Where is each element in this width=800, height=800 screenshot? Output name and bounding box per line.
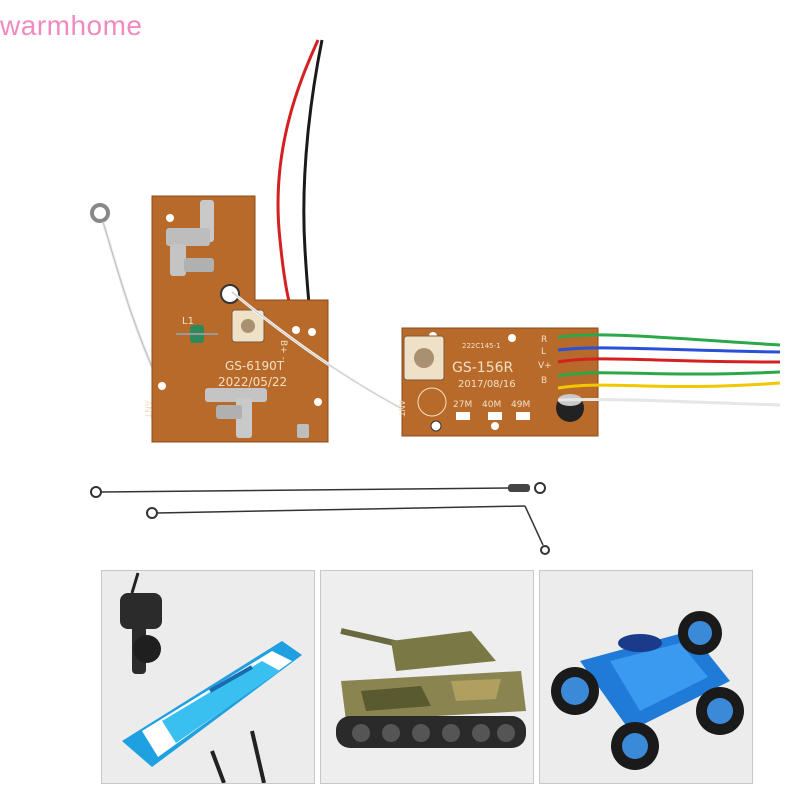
receiver-board: 222C145-1 GS-156R 2017/08/16 27M 40M 49M… <box>397 327 599 437</box>
pin-label-r: R <box>541 335 547 345</box>
rc-tank-icon <box>321 571 533 783</box>
receiver-antenna-label: ANT <box>397 400 406 416</box>
spare-antennas <box>90 482 550 555</box>
transmitter-antenna-label: ANT <box>142 400 152 419</box>
watermark: warmhome <box>0 10 143 41</box>
transmitter-power-label: B+ - <box>278 340 288 360</box>
receiver-wires <box>557 333 781 407</box>
frequency-label-40m: 40M <box>482 400 501 410</box>
transmitter-model-label: GS-6190T <box>225 359 285 373</box>
inductor-label: L1 <box>182 316 194 327</box>
product-panel-tank <box>320 570 534 784</box>
product-panel-boat <box>101 570 315 784</box>
frequency-label-49m: 49M <box>511 400 530 410</box>
receiver-model-label: GS-156R <box>452 360 514 376</box>
circuit-boards-photo: L1 GS-6190T 2022/05/22 ANT B+ - 222C145-… <box>90 39 781 555</box>
frequency-label-27m: 27M <box>453 400 472 410</box>
transmitter-board: L1 GS-6190T 2022/05/22 ANT B+ - <box>142 195 329 443</box>
product-panel-stunt-car <box>539 570 753 784</box>
pin-label-vplus: V+ <box>538 361 552 371</box>
rc-stunt-car-icon <box>540 571 752 783</box>
pin-label-l: L <box>541 347 546 357</box>
receiver-date-label: 2017/08/16 <box>458 379 516 390</box>
receiver-part-number: 222C145-1 <box>462 342 501 350</box>
rc-boat-with-remote-icon <box>102 571 314 783</box>
transmitter-date-label: 2022/05/22 <box>218 375 287 389</box>
pin-label-b: B <box>541 376 547 386</box>
